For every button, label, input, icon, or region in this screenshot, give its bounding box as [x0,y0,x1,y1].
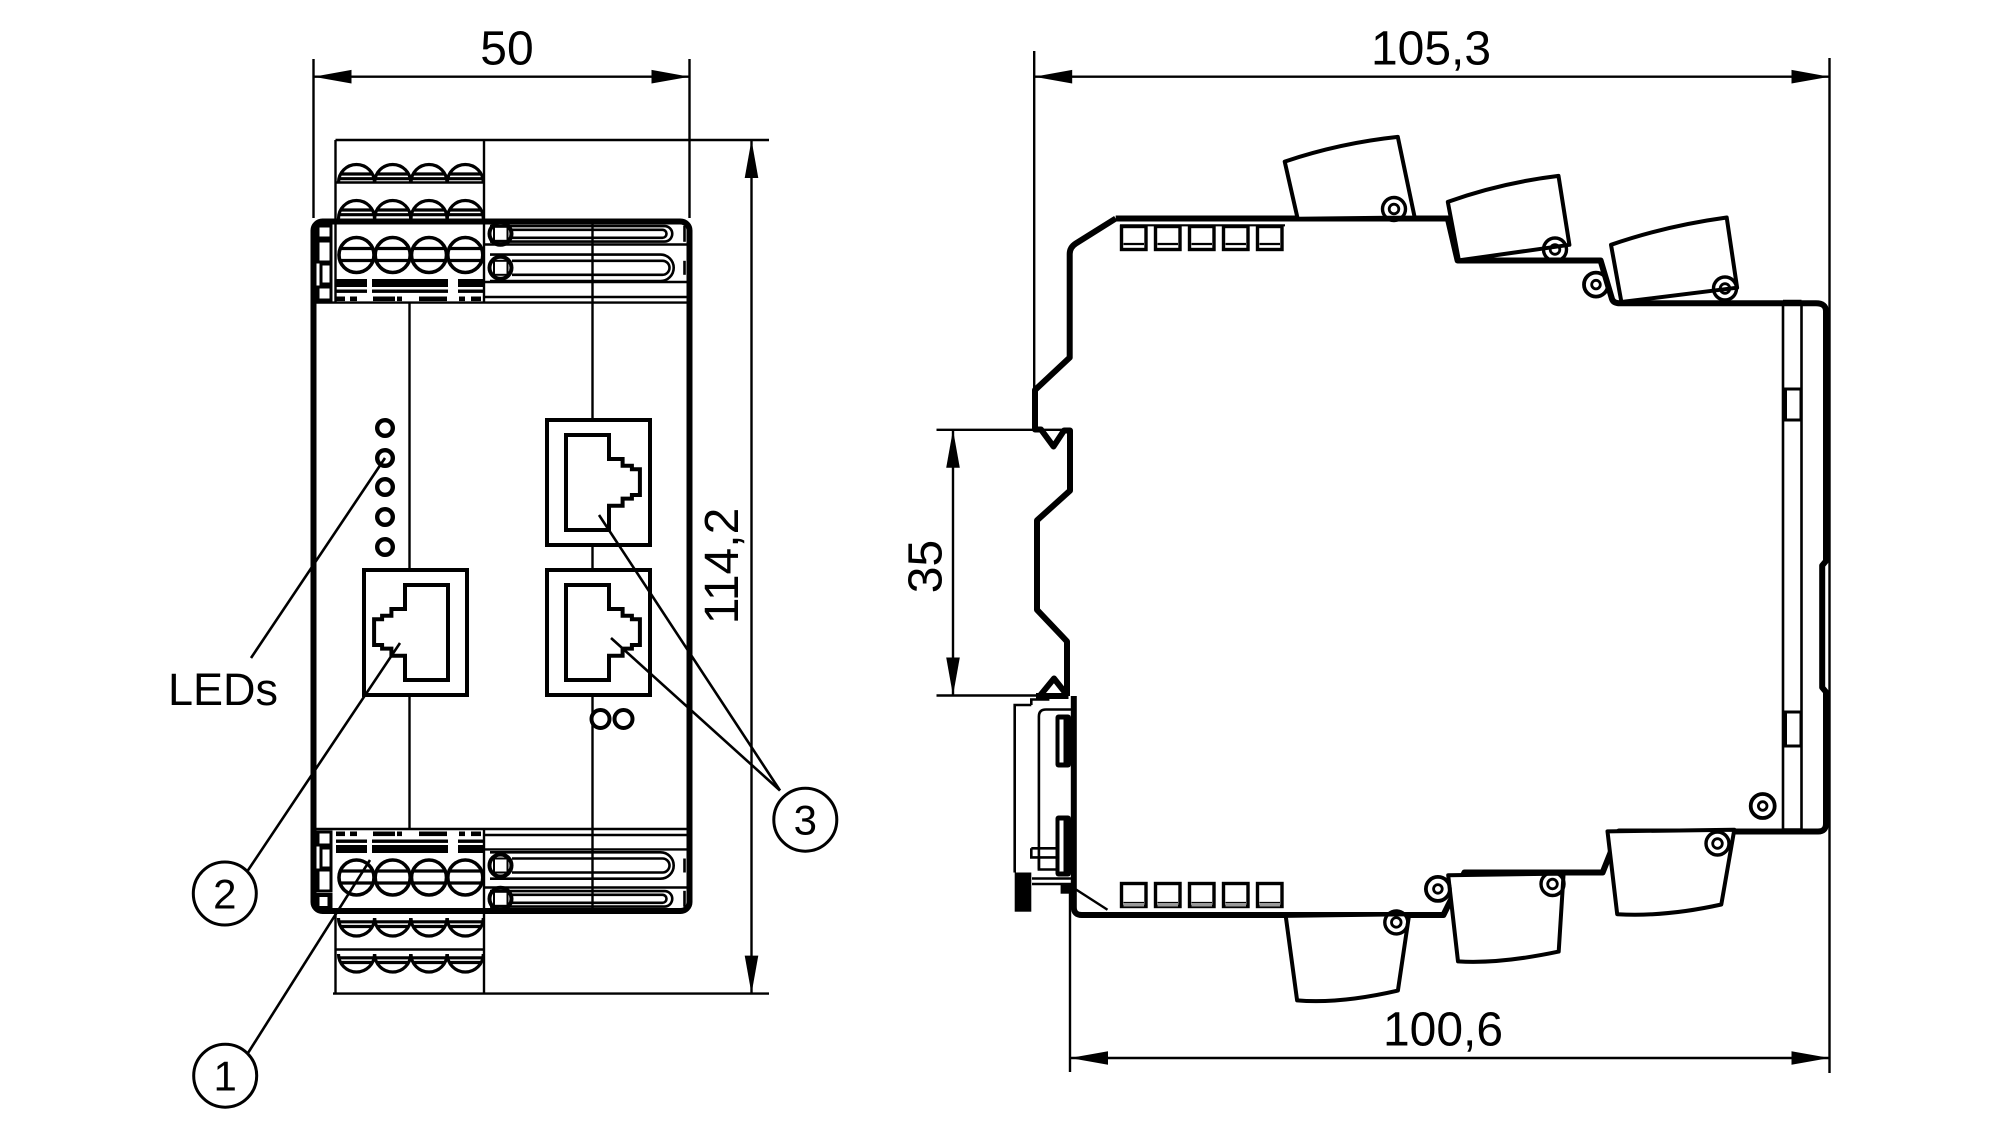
svg-text:3: 3 [794,797,817,844]
svg-text:1: 1 [214,1053,237,1100]
svg-text:35: 35 [900,540,953,593]
svg-text:50: 50 [480,23,533,76]
svg-text:114,2: 114,2 [696,508,749,625]
svg-text:105,3: 105,3 [1371,23,1491,76]
svg-text:2: 2 [213,871,236,918]
svg-text:LEDs: LEDs [168,664,278,715]
svg-text:100,6: 100,6 [1383,1004,1503,1057]
